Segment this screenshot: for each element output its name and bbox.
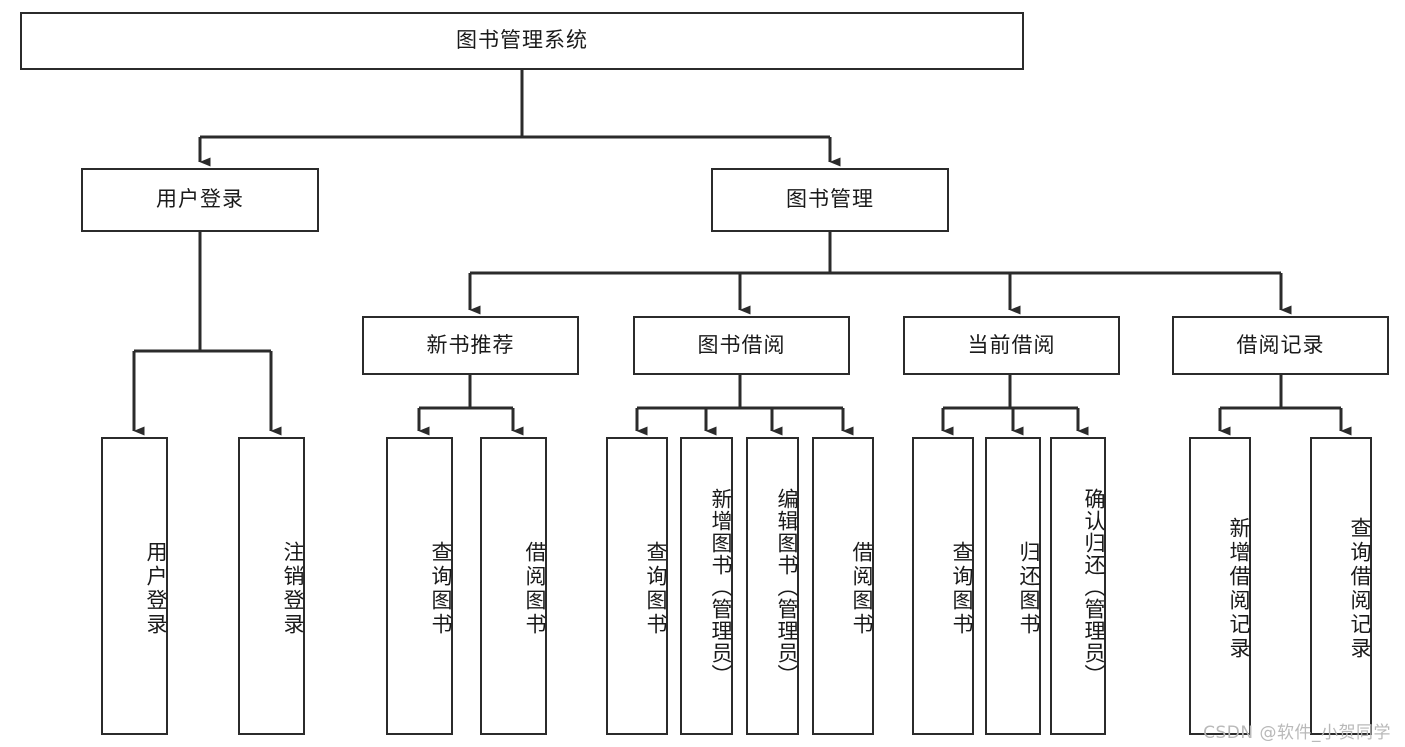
leaf-add-borrow-record-label: 新增借阅记录 <box>1227 517 1251 661</box>
leaf-query-books-new[interactable]: 查询图书 <box>386 437 453 735</box>
leaf-query-books-new-label: 查询图书 <box>429 541 453 637</box>
leaf-user-login[interactable]: 用户登录 <box>101 437 168 735</box>
node-book-management-label: 图书管理 <box>786 187 874 212</box>
node-current-borrow-label: 当前借阅 <box>967 332 1056 357</box>
leaf-query-books-current[interactable]: 查询图书 <box>912 437 974 735</box>
node-new-book-recommend[interactable]: 新书推荐 <box>362 316 579 375</box>
watermark: CSDN @软件_小贺同学 <box>1203 723 1391 743</box>
node-user-login-label: 用户登录 <box>156 187 244 212</box>
leaf-logout[interactable]: 注销登录 <box>238 437 305 735</box>
leaf-return-book[interactable]: 归还图书 <box>985 437 1041 735</box>
leaf-query-books-borrow[interactable]: 查询图书 <box>606 437 668 735</box>
leaf-confirm-return-admin-label: 确认归还（管理员） <box>1082 488 1106 686</box>
node-current-borrow[interactable]: 当前借阅 <box>903 316 1120 375</box>
leaf-borrow-books-new[interactable]: 借阅图书 <box>480 437 547 735</box>
leaf-borrow-books-new-label: 借阅图书 <box>523 541 547 637</box>
leaf-query-borrow-record[interactable]: 查询借阅记录 <box>1310 437 1372 735</box>
leaf-lend-book[interactable]: 借阅图书 <box>812 437 874 735</box>
node-book-management[interactable]: 图书管理 <box>711 168 949 232</box>
leaf-edit-book-admin-label: 编辑图书（管理员） <box>775 488 799 686</box>
node-borrow-records[interactable]: 借阅记录 <box>1172 316 1389 375</box>
leaf-add-borrow-record[interactable]: 新增借阅记录 <box>1189 437 1251 735</box>
leaf-edit-book-admin[interactable]: 编辑图书（管理员） <box>746 437 799 735</box>
leaf-confirm-return-admin[interactable]: 确认归还（管理员） <box>1050 437 1106 735</box>
leaf-query-books-current-label: 查询图书 <box>950 541 974 637</box>
node-root[interactable]: 图书管理系统 <box>20 12 1024 70</box>
leaf-logout-label: 注销登录 <box>281 541 305 637</box>
node-borrow-records-label: 借阅记录 <box>1236 332 1325 357</box>
leaf-user-login-label: 用户登录 <box>144 541 168 637</box>
leaf-query-books-borrow-label: 查询图书 <box>644 541 668 637</box>
node-root-label: 图书管理系统 <box>456 28 588 53</box>
node-user-login[interactable]: 用户登录 <box>81 168 319 232</box>
leaf-add-book-admin-label: 新增图书（管理员） <box>709 488 733 686</box>
leaf-add-book-admin[interactable]: 新增图书（管理员） <box>680 437 733 735</box>
leaf-return-book-label: 归还图书 <box>1017 541 1041 637</box>
node-book-borrow-label: 图书借阅 <box>697 332 786 357</box>
node-book-borrow[interactable]: 图书借阅 <box>633 316 850 375</box>
node-new-book-recommend-label: 新书推荐 <box>426 332 515 357</box>
leaf-lend-book-label: 借阅图书 <box>850 541 874 637</box>
leaf-query-borrow-record-label: 查询借阅记录 <box>1348 517 1372 661</box>
